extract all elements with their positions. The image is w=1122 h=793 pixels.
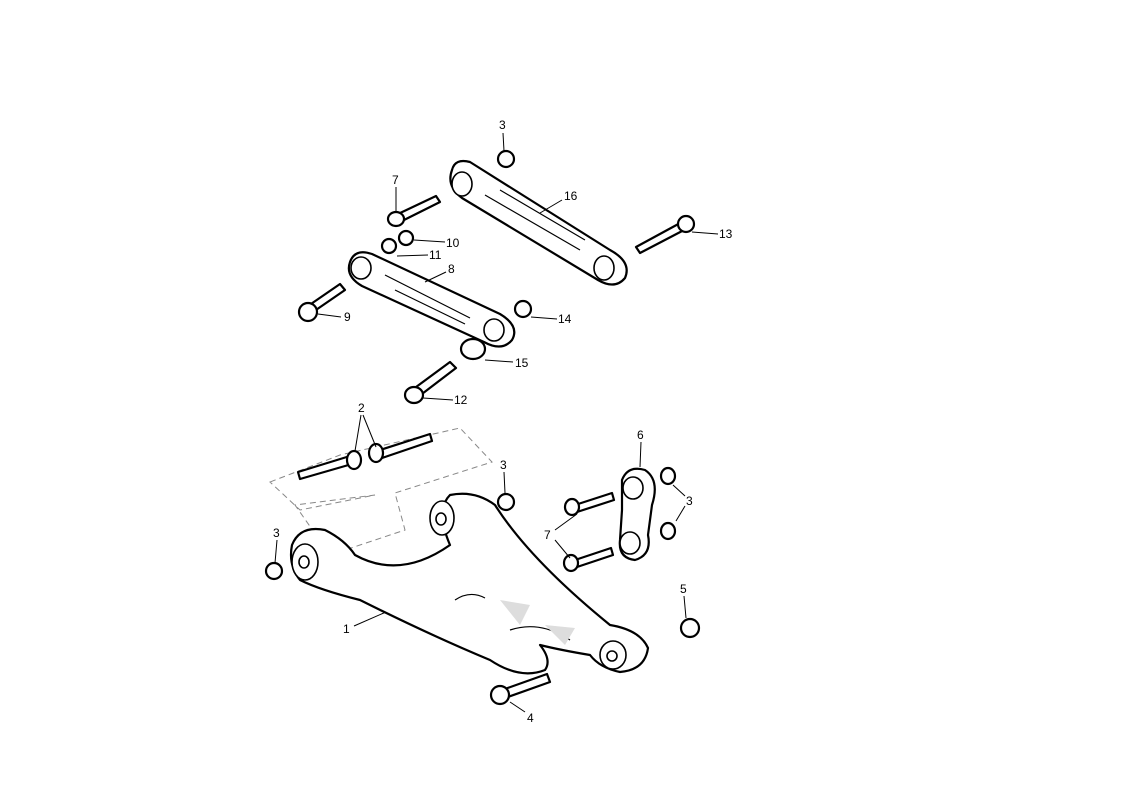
link-6 <box>618 467 656 562</box>
callout-4: 4 <box>527 711 534 725</box>
lower-control-arm-1 <box>289 492 650 675</box>
callout-10: 10 <box>446 236 460 250</box>
bolt-4 <box>489 672 552 706</box>
callout-1: 1 <box>343 622 350 636</box>
callout-11: 11 <box>429 248 442 262</box>
callout-3: 3 <box>273 526 280 540</box>
bolt-9 <box>297 282 347 323</box>
reference-outline <box>269 427 493 556</box>
callout-5: 5 <box>680 582 687 596</box>
callout-16: 16 <box>564 189 578 203</box>
link-8 <box>347 251 516 348</box>
callout-9: 9 <box>344 310 351 324</box>
nuts-lower <box>264 466 701 639</box>
callout-8: 8 <box>448 262 455 276</box>
bolts-2 <box>296 432 434 481</box>
callout-3: 3 <box>499 118 506 132</box>
callout-7: 7 <box>544 528 551 542</box>
callout-6: 6 <box>637 428 644 442</box>
callout-3: 3 <box>500 458 507 472</box>
callout-7: 7 <box>392 173 399 187</box>
callout-12: 12 <box>454 393 468 407</box>
callout-2: 2 <box>358 401 365 415</box>
callout-15: 15 <box>515 356 529 370</box>
leader-lines <box>274 132 719 713</box>
bolts-7-lower <box>562 491 616 573</box>
bolt-13 <box>634 214 696 255</box>
bolt-7-upper <box>386 194 442 228</box>
callout-14: 14 <box>558 312 572 326</box>
nuts-washers <box>380 149 533 361</box>
bolt-12 <box>403 360 458 405</box>
upper-link-16 <box>449 159 628 286</box>
callout-13: 13 <box>719 227 733 241</box>
callout-3: 3 <box>686 494 693 508</box>
